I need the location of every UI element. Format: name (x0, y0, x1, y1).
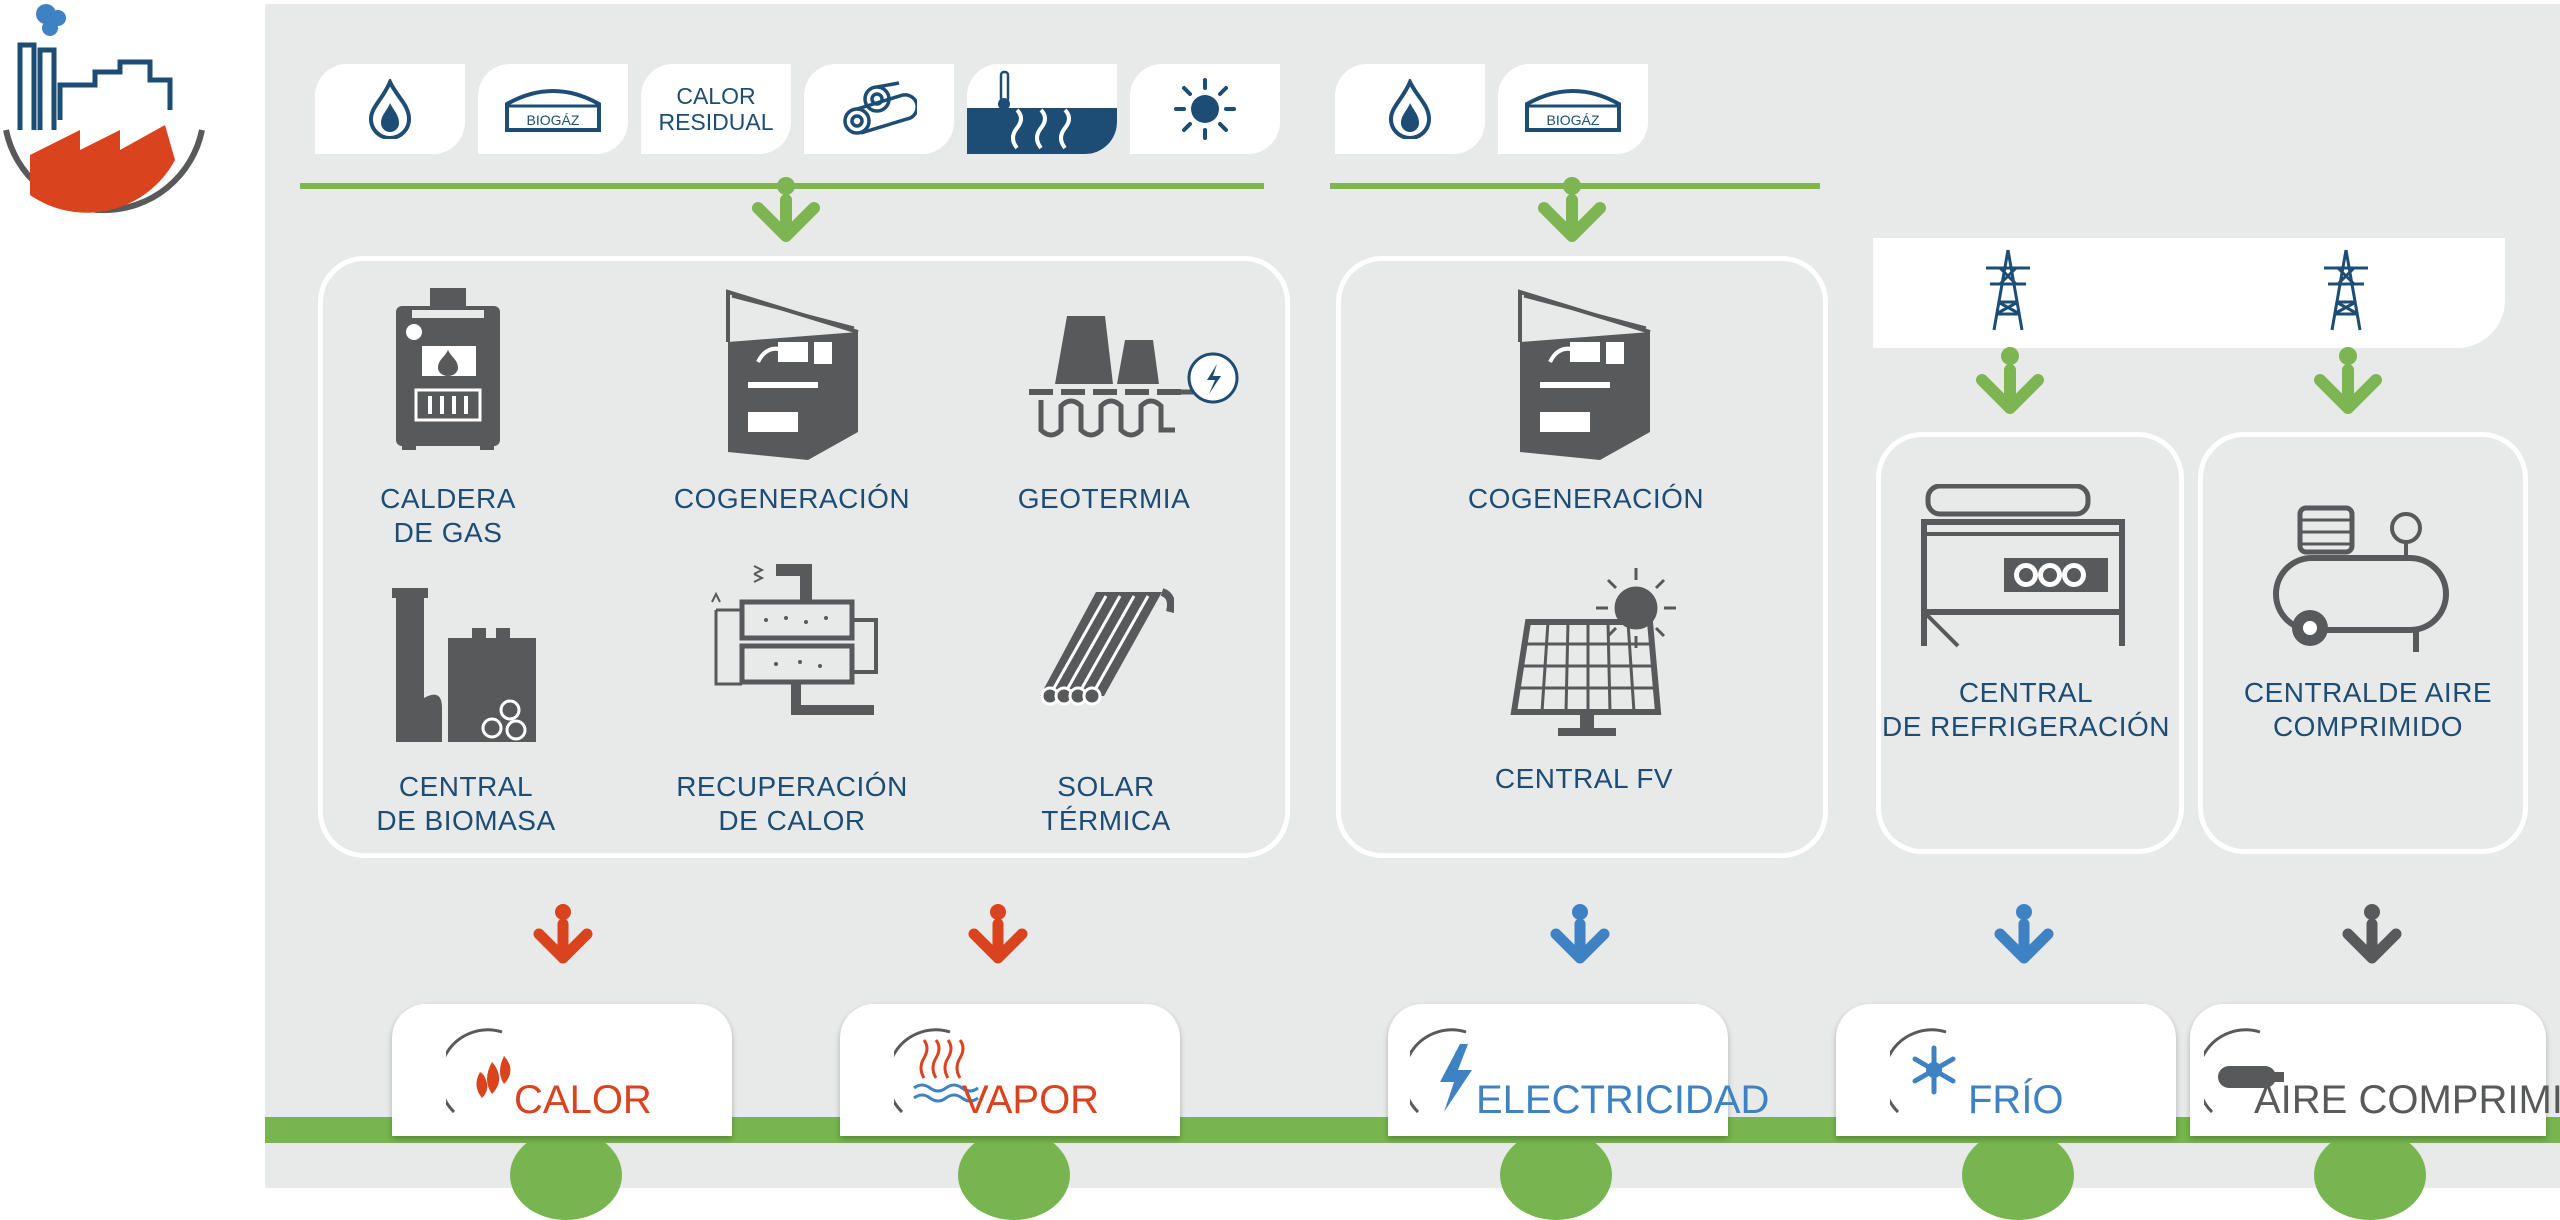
biogas-tank-icon: BIOGÁZ (1525, 89, 1621, 132)
biogas-source-tile: BIOGÁZ (478, 64, 628, 154)
green-down-arrow-icon (2314, 347, 2382, 414)
output-label-aire: AIRE COMPRIMIDO (2254, 1078, 2560, 1122)
steam-icon (894, 1028, 979, 1114)
gas-boiler-icon (396, 288, 500, 450)
aire-connector (2314, 1130, 2426, 1220)
refrigeration-label: CENTRAL DE REFRIGERACIÓN (1881, 677, 2171, 742)
biogas-tank-label: BIOGÁZ (527, 112, 580, 128)
gas-cylinder-icon (2204, 1028, 2284, 1114)
thermal-technologies-box (318, 256, 1290, 858)
main-panel (265, 4, 2560, 1188)
green-down-arrow-icon (1976, 347, 2044, 414)
gas-source-tile-2 (1335, 64, 1485, 154)
cogeneration-unit-icon (1518, 289, 1651, 460)
gas-source-tile (315, 64, 465, 154)
biogas-tank-label: BIOGÁZ (1547, 112, 1600, 128)
biogas-tank-icon: BIOGÁZ (505, 89, 601, 132)
lightning-icon (1410, 1028, 1472, 1114)
orange-down-arrow-icon (968, 904, 1028, 964)
power-tower-icon (2324, 249, 2368, 331)
biomass-source-tile (804, 64, 954, 154)
geothermal-source-tile (967, 64, 1117, 154)
heat-recovery-label: RECUPERACIÓN DE CALOR (676, 771, 908, 836)
output-card-vapor: VAPOR (840, 1004, 1180, 1136)
solar-source-tile (1130, 64, 1280, 154)
compressed-air-plant-label: CENTRALDE AIRE COMPRIMIDO (2243, 677, 2493, 742)
pv-plant-label: CENTRAL FV (1494, 763, 1674, 794)
orange-down-arrow-icon (533, 904, 593, 964)
biomass-plant-label: CENTRAL DE BIOMASA (376, 771, 556, 836)
output-card-calor: CALOR (392, 1004, 732, 1136)
calor-connector (510, 1130, 622, 1220)
solar-thermal-label: SOLAR TÉRMICA (1041, 771, 1171, 836)
output-label-vapor: VAPOR (962, 1078, 1100, 1122)
output-card-frio: FRÍO (1836, 1004, 2176, 1136)
output-label-calor: CALOR (514, 1078, 652, 1122)
grid-supply-bar (1873, 238, 2505, 348)
green-down-arrow-icon (1538, 177, 1606, 242)
power-technologies-box (1336, 256, 1828, 858)
biomass-plant-icon (392, 588, 536, 742)
electricidad-connector (1500, 1130, 1612, 1220)
frio-connector (1962, 1130, 2074, 1220)
geothermal-label: GEOTERMIA (1017, 483, 1191, 514)
power-tower-icon (1986, 249, 2030, 331)
vapor-connector (958, 1130, 1070, 1220)
factory-logo-icon (3, 4, 205, 214)
waste-heat-label: CALOR RESIDUAL (658, 83, 774, 135)
geothermal-plant-icon (1029, 316, 1239, 438)
flame-icon (368, 79, 412, 139)
logs-icon (843, 81, 917, 135)
sun-icon (1174, 78, 1236, 140)
chiller-icon (1921, 484, 2125, 648)
output-card-aire: AIRE COMPRIMIDO (2190, 1004, 2560, 1136)
cogeneration-unit-icon (726, 289, 859, 460)
gray-down-arrow-icon (2342, 904, 2402, 964)
heat-recovery-icon (711, 564, 878, 715)
cogeneration-label: COGENERACIÓN (673, 483, 911, 514)
snowflake-icon (1890, 1028, 1956, 1114)
refrigeration-box (1876, 432, 2184, 854)
compressed-air-box (2198, 432, 2528, 854)
solar-thermal-collector-icon (1040, 588, 1174, 706)
output-label-frio: FRÍO (1968, 1078, 2064, 1122)
air-compressor-icon (2273, 505, 2449, 652)
output-card-electricidad: ELECTRICIDAD (1388, 1004, 1769, 1136)
heat-flame-icon (446, 1028, 511, 1114)
output-label-electricidad: ELECTRICIDAD (1476, 1078, 1770, 1122)
waste-heat-source-tile: CALOR RESIDUAL (641, 64, 791, 154)
geothermal-ground-icon (967, 70, 1117, 154)
green-down-arrow-icon (752, 177, 820, 242)
pv-panel-icon (1510, 568, 1676, 736)
blue-down-arrow-icon (1994, 904, 2054, 964)
flame-icon (1388, 79, 1432, 139)
gas-boiler-label: CALDERA DE GAS (380, 483, 516, 548)
biogas-source-tile-2: BIOGÁZ (1498, 64, 1648, 154)
blue-down-arrow-icon (1550, 904, 1610, 964)
cogeneration-label-2: COGENERACIÓN (1467, 483, 1705, 514)
